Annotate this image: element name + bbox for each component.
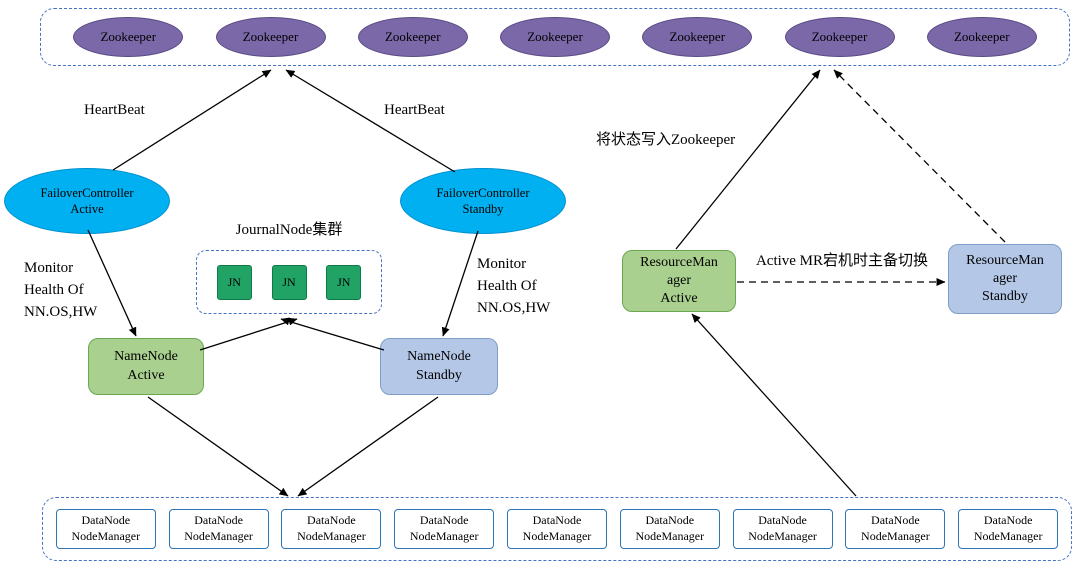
journalnode-cluster-container: JN JN JN xyxy=(196,250,382,314)
datanode-nodemanager: DataNode NodeManager xyxy=(55,509,156,549)
heartbeat-label-right: HeartBeat xyxy=(384,102,445,118)
zookeeper-node: Zookeeper xyxy=(926,17,1037,57)
rm-failover-label: Active MR宕机时主备切换 xyxy=(755,253,929,269)
journalnode-label: JN xyxy=(227,274,241,289)
failover-controller-active: FailoverController Active xyxy=(4,168,170,234)
journalnode-cluster-title: JournalNode集群 xyxy=(235,222,343,238)
journalnode: JN xyxy=(216,264,252,300)
zookeeper-label: Zookeeper xyxy=(242,29,299,44)
zookeeper-label: Zookeeper xyxy=(811,29,868,44)
datanode-nodemanager: DataNode NodeManager xyxy=(958,509,1059,549)
datanode-nodemanager: DataNode NodeManager xyxy=(168,509,269,549)
resourcemanager-standby: ResourceMan ager Standby xyxy=(948,244,1062,314)
zookeeper-label: Zookeeper xyxy=(669,29,726,44)
datanode-nodemanager: DataNode NodeManager xyxy=(281,509,382,549)
journalnode: JN xyxy=(326,264,362,300)
zookeeper-label: Zookeeper xyxy=(953,29,1010,44)
zookeeper-label: Zookeeper xyxy=(384,29,441,44)
resourcemanager-active: ResourceMan ager Active xyxy=(622,250,736,312)
zookeeper-label: Zookeeper xyxy=(527,29,583,44)
namenode-standby: NameNode Standby xyxy=(380,338,498,395)
zookeeper-node: Zookeeper xyxy=(215,17,326,57)
datanode-nodemanager: DataNode NodeManager xyxy=(732,509,833,549)
monitor-health-label-right: Monitor Health Of NN.OS,HW xyxy=(477,256,551,316)
journalnode-label: JN xyxy=(282,274,296,289)
zookeeper-node: Zookeeper xyxy=(500,17,610,57)
zookeeper-node: Zookeeper xyxy=(642,17,753,57)
journalnode: JN xyxy=(271,264,307,300)
monitor-health-label-left: Monitor Health Of NN.OS,HW xyxy=(24,260,98,320)
zookeeper-node: Zookeeper xyxy=(357,17,468,57)
datanode-nodemanager: DataNode NodeManager xyxy=(619,509,720,549)
failover-controller-standby: FailoverController Standby xyxy=(400,168,566,234)
heartbeat-label-left: HeartBeat xyxy=(84,102,145,118)
datanode-nodemanager: DataNode NodeManager xyxy=(845,509,946,549)
zookeeper-cluster-container: Zookeeper Zookeeper Zookeeper Zookeeper … xyxy=(40,8,1070,66)
datanode-nodemanager: DataNode NodeManager xyxy=(394,509,495,549)
zookeeper-node: Zookeeper xyxy=(73,17,184,57)
datanode-cluster-container: DataNode NodeManager DataNode NodeManage… xyxy=(42,497,1072,561)
journalnode-label: JN xyxy=(337,274,351,289)
zookeeper-label: Zookeeper xyxy=(100,29,157,44)
zookeeper-node: Zookeeper xyxy=(784,17,895,57)
datanode-nodemanager: DataNode NodeManager xyxy=(506,509,607,549)
namenode-active: NameNode Active xyxy=(88,338,204,395)
write-state-to-zookeeper-label: 将状态写入Zookeeper xyxy=(596,132,736,148)
